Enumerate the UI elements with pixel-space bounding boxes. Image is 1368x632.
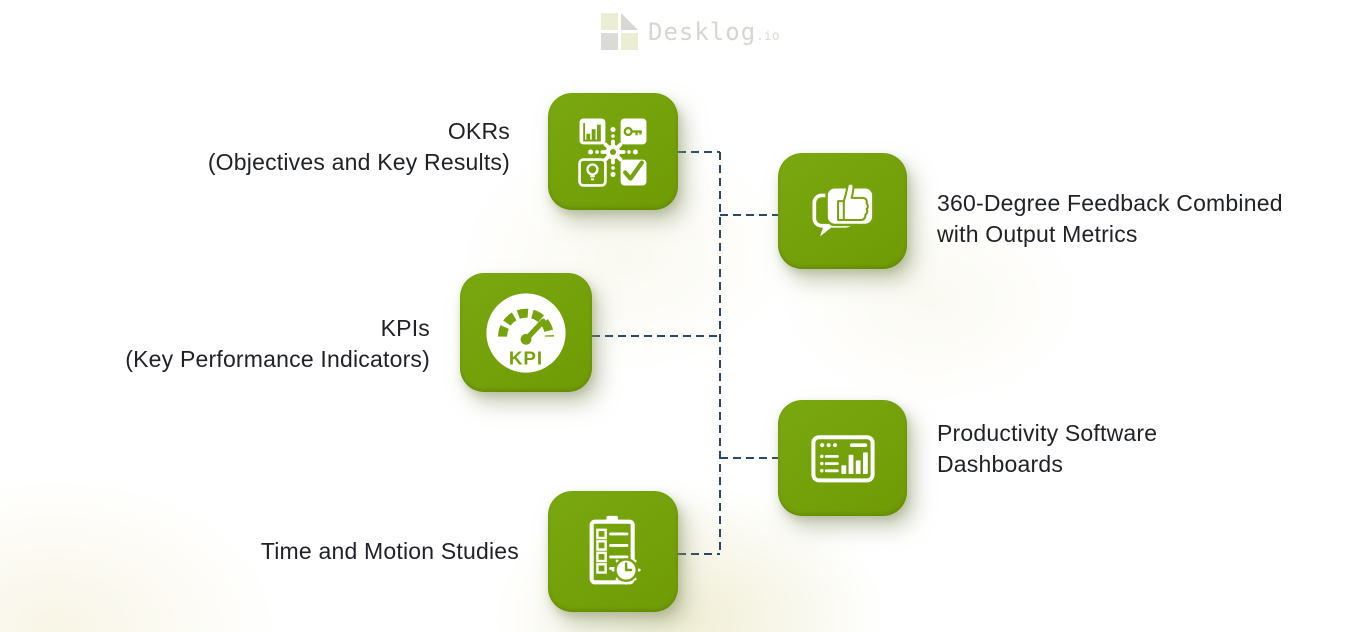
kpi-icon-label: KPI bbox=[509, 348, 543, 369]
okrs-label-line2: (Objectives and Key Results) bbox=[207, 149, 510, 175]
kpi-gauge-icon: KPI bbox=[486, 292, 566, 373]
watermark-brand: Desklog bbox=[648, 18, 757, 46]
kpis-label-line2: (Key Performance Indicators) bbox=[125, 346, 430, 372]
time-motion-node-box bbox=[548, 491, 678, 612]
desklog-logo-icon bbox=[601, 13, 638, 50]
time-motion-label-line1: Time and Motion Studies bbox=[260, 538, 519, 564]
dashboard-window-icon bbox=[810, 435, 875, 483]
dashboards-label-line1: Productivity Software bbox=[937, 420, 1158, 446]
okr-network-icon bbox=[578, 118, 647, 187]
dashboards-label: Productivity Software Dashboards bbox=[937, 418, 1157, 480]
feedback-node-box bbox=[778, 153, 907, 269]
kpis-node-box: KPI bbox=[460, 273, 592, 392]
kpis-label-line1: KPIs bbox=[380, 315, 430, 341]
okrs-node-box bbox=[548, 93, 678, 210]
okrs-label-line1: OKRs bbox=[447, 118, 510, 144]
dashboards-label-line2: Dashboards bbox=[937, 451, 1064, 477]
feedback-thumbs-up-icon bbox=[811, 182, 875, 237]
feedback-label-line2: with Output Metrics bbox=[937, 221, 1138, 247]
okrs-label: OKRs (Objectives and Key Results) bbox=[208, 116, 510, 178]
time-motion-label: Time and Motion Studies bbox=[261, 536, 519, 567]
watermark-suffix: .io bbox=[756, 29, 780, 44]
feedback-label-line1: 360-Degree Feedback Combined bbox=[937, 190, 1283, 216]
kpis-label: KPIs (Key Performance Indicators) bbox=[125, 313, 430, 375]
feedback-label: 360-Degree Feedback Combined with Output… bbox=[937, 188, 1283, 250]
dashboards-node-box bbox=[778, 400, 907, 516]
checklist-clock-icon bbox=[589, 515, 641, 585]
watermark: Desklog.io bbox=[600, 12, 780, 52]
